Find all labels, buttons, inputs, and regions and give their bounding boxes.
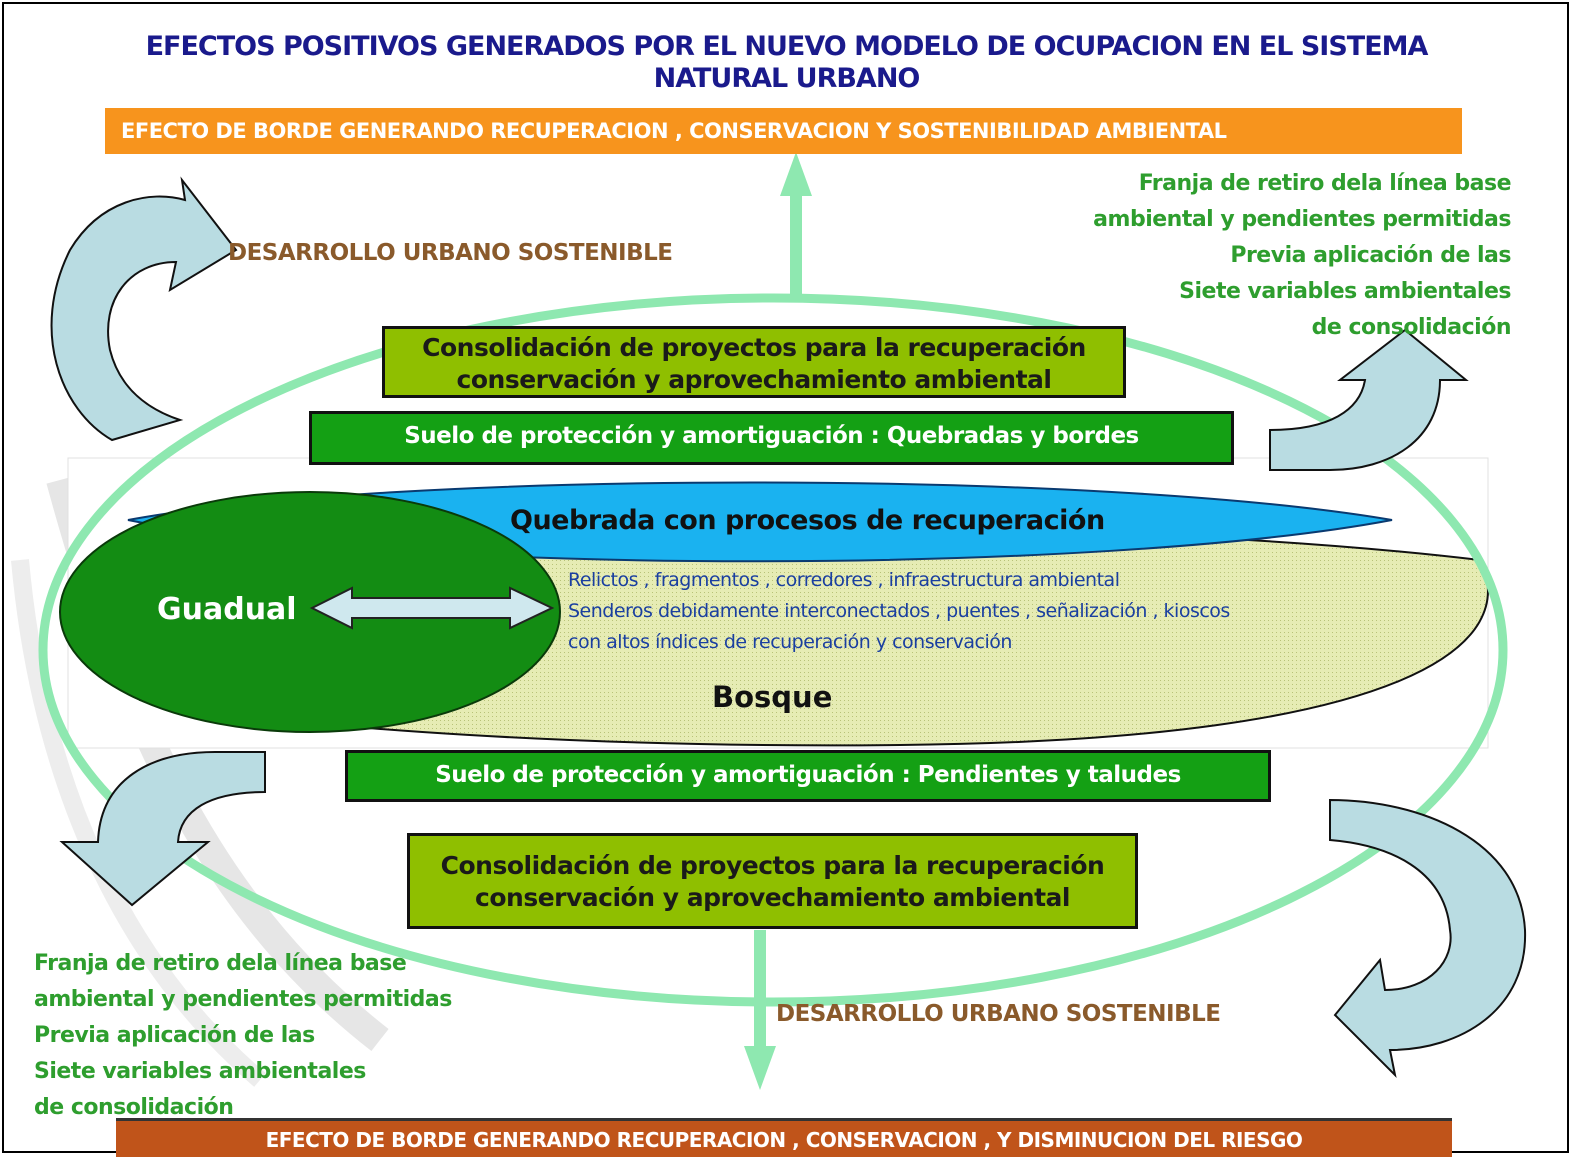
suelo-box-top: Suelo de protección y amortiguación : Qu… (309, 411, 1234, 465)
arrow-down-icon (744, 930, 776, 1090)
top-banner: EFECTO DE BORDE GENERANDO RECUPERACION ,… (105, 108, 1462, 154)
consolidacion-bottom-line: Consolidación de proyectos para la recup… (440, 851, 1105, 880)
consolidacion-top-line: conservación y aprovechamiento ambiental (456, 365, 1052, 394)
curved-arrow-bottom-left-icon (59, 751, 266, 907)
desarrollo-label-top: DESARROLLO URBANO SOSTENIBLE (228, 240, 673, 266)
bosque-label: Bosque (712, 680, 833, 714)
detail-line: Relictos , fragmentos , corredores , inf… (568, 569, 1120, 591)
suelo-box-bottom: Suelo de protección y amortiguación : Pe… (345, 750, 1271, 802)
franja-left-line: Franja de retiro dela línea base (34, 951, 407, 976)
consolidacion-bottom-line: conservación y aprovechamiento ambiental (475, 883, 1070, 912)
franja-left-line: de consolidación (34, 1095, 234, 1120)
guadual-label: Guadual (157, 592, 297, 627)
consolidacion-box-bottom: Consolidación de proyectos para la recup… (407, 833, 1138, 929)
double-arrow-icon (309, 586, 555, 630)
franja-right-line: Previa aplicación de las (1230, 243, 1511, 268)
franja-left-line: ambiental y pendientes permitidas (34, 987, 452, 1012)
franja-left-line: Siete variables ambientales (34, 1059, 366, 1084)
consolidacion-box-top: Consolidación de proyectos para la recup… (382, 326, 1126, 398)
bottom-banner: EFECTO DE BORDE GENERANDO RECUPERACION ,… (116, 1118, 1452, 1157)
quebrada-label: Quebrada con procesos de recuperación (510, 505, 1105, 536)
detail-line: con altos índices de recuperación y cons… (568, 631, 1012, 653)
detail-line: Senderos debidamente interconectados , p… (568, 600, 1230, 622)
franja-right-line: de consolidación (1311, 315, 1512, 340)
franja-right-line: Siete variables ambientales (1179, 279, 1511, 304)
ring-ellipse (38, 293, 1508, 1007)
curved-arrow-bottom-right-icon (1329, 798, 1527, 1079)
franja-right-line: ambiental y pendientes permitidas (1093, 207, 1511, 232)
franja-left-line: Previa aplicación de las (34, 1023, 315, 1048)
franja-right-line: Franja de retiro dela línea base (1138, 171, 1512, 196)
title-line-1: EFECTOS POSITIVOS GENERADOS POR EL NUEVO… (145, 31, 1429, 62)
guadual-shape (59, 491, 561, 733)
consolidacion-top-line: Consolidación de proyectos para la recup… (422, 333, 1086, 362)
curved-arrow-top-left-icon (50, 176, 238, 442)
detail-list: Relictos , fragmentos , corredores , inf… (568, 565, 1230, 658)
arrow-up-icon (780, 152, 812, 302)
curved-arrow-top-right-icon (1269, 328, 1469, 471)
title-line-2: NATURAL URBANO (653, 63, 921, 94)
franja-note-right: Franja de retiro dela línea base ambient… (1093, 166, 1511, 346)
desarrollo-label-bottom: DESARROLLO URBANO SOSTENIBLE (776, 1001, 1221, 1027)
franja-note-left: Franja de retiro dela línea base ambient… (34, 946, 452, 1126)
